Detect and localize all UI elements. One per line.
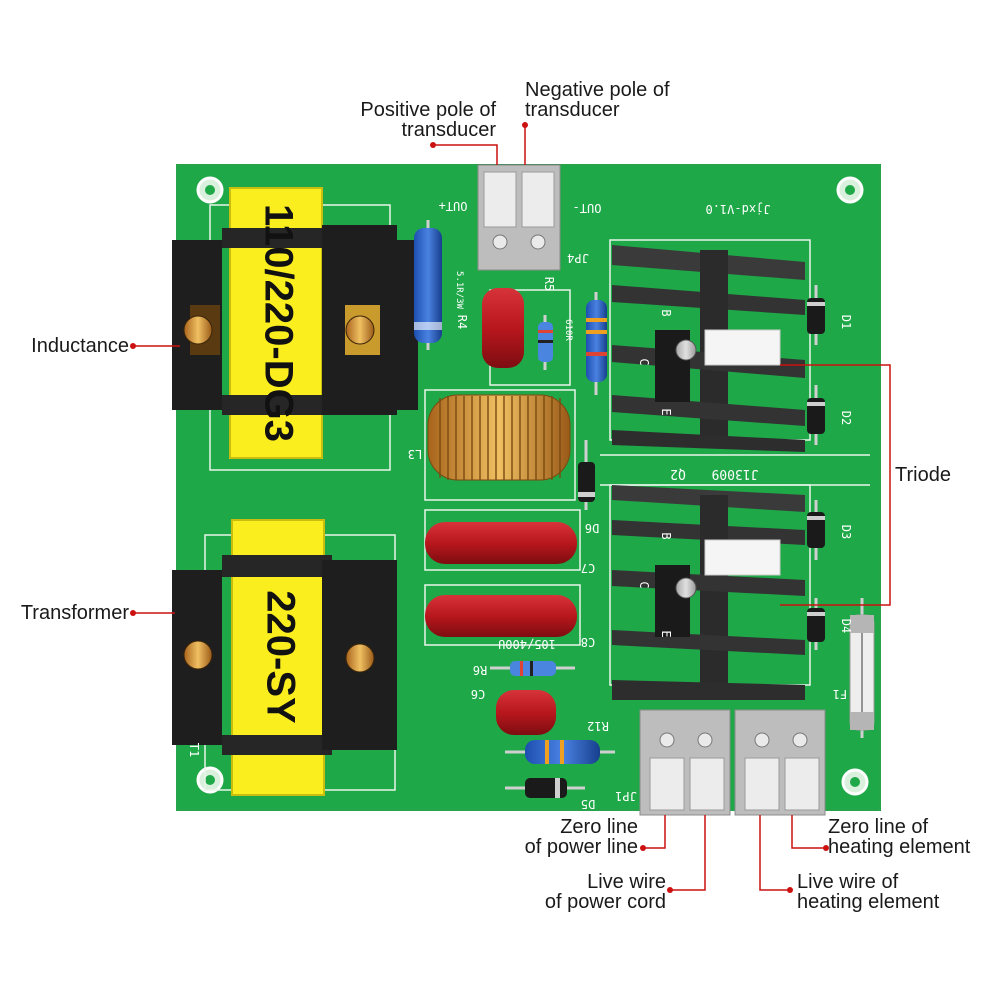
silk-l3: L3 — [408, 447, 422, 461]
diode-d5 — [505, 778, 585, 798]
silk-c8: C8 — [581, 635, 595, 649]
label-zero-power-line1: Zero line — [560, 816, 638, 838]
resistor-r5 — [586, 292, 607, 395]
capacitor-c7 — [425, 522, 577, 564]
label-positive-pole: Positive pole of transducer — [300, 100, 496, 140]
bottom-transformer-label: 220-SY — [258, 590, 302, 724]
silk-jp1: JP1 — [615, 789, 637, 803]
label-live-power-line2: of power cord — [544, 891, 666, 913]
label-negative-pole-line1: Negative pole of — [525, 79, 670, 101]
heatsink-bottom — [612, 485, 805, 700]
heatsink-top — [612, 245, 805, 452]
label-negative-pole-line2: transducer — [525, 99, 620, 121]
silk-r6: R6 — [473, 663, 487, 677]
silk-d4: D4 — [839, 619, 853, 633]
diodes-d1-d4 — [807, 285, 825, 650]
label-live-heating-line1: Live wire of — [797, 871, 899, 893]
silkscreen-text: Jjxd-V1.0 OUT+ OUT- JP4 R4 5.1R/3W R5 61… — [187, 199, 853, 811]
label-live-heating: Live wire of heating element — [797, 872, 997, 912]
capacitor-c6 — [496, 690, 556, 735]
label-live-heating-line2: heating element — [797, 891, 940, 913]
label-zero-heating-line2: heating element — [828, 836, 971, 858]
label-zero-heating-line1: Zero line of — [828, 816, 929, 838]
label-positive-pole-line2: transducer — [401, 119, 497, 141]
resistor-r4 — [414, 220, 442, 350]
mounting-hole-icon — [196, 176, 869, 796]
terminal-power — [639, 709, 731, 816]
label-negative-pole: Negative pole of transducer — [525, 80, 725, 120]
silk-r5: R5 — [542, 277, 556, 291]
silk-pin-c-top: C — [637, 358, 651, 365]
label-zero-heating: Zero line of heating element — [828, 817, 998, 857]
toroid-inductor — [427, 394, 571, 481]
callout-lines — [133, 125, 891, 891]
terminal-jp4 — [477, 164, 561, 271]
silk-r4-value: 5.1R/3W — [454, 271, 464, 310]
silk-pin-e-top: E — [659, 408, 673, 415]
silk-pin-b-top: B — [659, 309, 673, 316]
label-inductance: Inductance — [31, 335, 129, 357]
silk-d1: D1 — [839, 315, 853, 329]
silk-r4: R4 — [455, 315, 469, 329]
silk-q2: Q2 — [670, 466, 686, 481]
capacitor-c8 — [425, 595, 577, 637]
silk-t1: T1 — [187, 743, 201, 757]
top-transformer-label: 110/220-DG3 — [256, 204, 300, 442]
callout-dots — [130, 122, 829, 893]
silk-pin-b-bottom: B — [659, 532, 673, 539]
silk-pin-c-bottom: C — [637, 581, 651, 588]
label-zero-power-line2: of power line — [524, 836, 638, 858]
silk-d3: D3 — [839, 525, 853, 539]
silk-pin-e-bottom: E — [659, 630, 673, 637]
silk-d5: D5 — [581, 797, 595, 811]
inductance-transformer: 110/220-DG3 — [172, 187, 418, 459]
silk-f1: F1 — [833, 687, 847, 701]
label-triode: Triode — [895, 464, 951, 486]
label-live-power: Live wire of power cord — [480, 872, 666, 912]
silk-c7: C7 — [581, 561, 595, 575]
silk-out-minus: OUT- — [573, 201, 602, 215]
label-positive-pole-line1: Positive pole of — [360, 99, 496, 121]
silk-d6: D6 — [585, 521, 599, 535]
silk-c6: C6 — [471, 687, 485, 701]
label-live-power-line1: Live wire — [587, 871, 666, 893]
label-zero-power: Zero line of power line — [470, 817, 638, 857]
label-transformer: Transformer — [20, 602, 129, 624]
silk-transistor: J13009 — [712, 466, 759, 481]
diode-d6 — [578, 440, 595, 510]
transformer: 220-SY — [172, 519, 397, 796]
silk-board-version: Jjxd-V1.0 — [705, 202, 770, 216]
capacitor-c5 — [482, 288, 524, 368]
resistor-r12 — [505, 740, 615, 764]
resistor-610r — [538, 315, 553, 370]
resistor-r6 — [490, 661, 575, 676]
silk-r12: R12 — [587, 719, 609, 733]
silk-out-plus: OUT+ — [439, 199, 468, 213]
fuse-f1 — [849, 598, 875, 738]
silk-d2: D2 — [839, 411, 853, 425]
terminal-heating — [734, 709, 826, 816]
silk-jp4: JP4 — [567, 251, 589, 265]
silk-610r: 610R — [563, 319, 573, 341]
silk-c8-value: 105/400U — [498, 637, 556, 651]
